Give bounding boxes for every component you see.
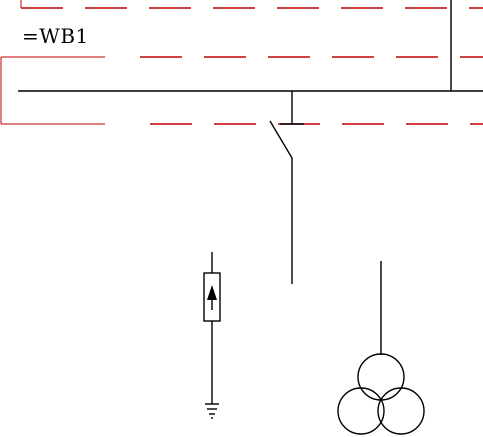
transformer-winding-top [357,353,405,401]
arrester-arrow [207,285,217,300]
three-winding-transformer-icon [337,261,425,435]
transformer-winding-right [377,387,425,435]
earth-ground-icon [205,403,219,419]
disconnector-switch [269,120,293,284]
upper-bay-frame [20,0,483,9]
transformer-winding-left [337,387,385,435]
disconnector-blade [269,120,293,159]
bay-frame [0,56,483,125]
bay-label: =WB1 [22,24,89,48]
busbar-tap [280,91,304,125]
surge-arrester [203,252,221,404]
